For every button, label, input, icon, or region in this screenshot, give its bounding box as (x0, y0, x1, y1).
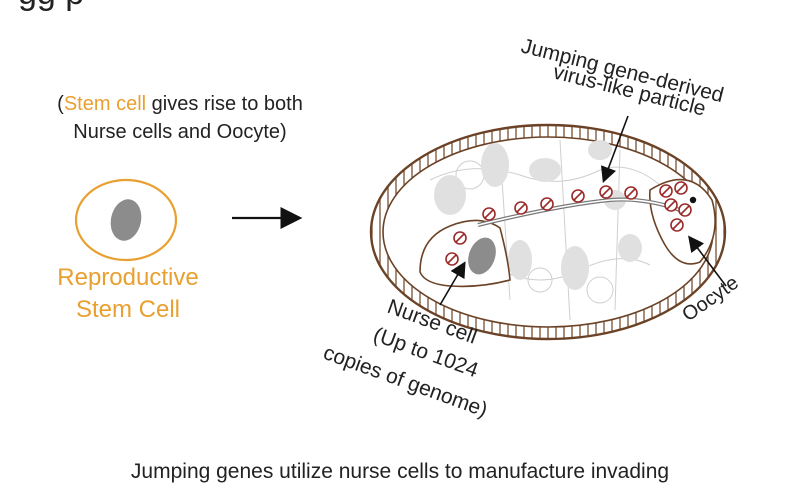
stem-cell-nucleus (110, 199, 142, 241)
vlp-pointer-arrow (601, 115, 629, 183)
stem-cell-label-line2: Stem Cell (75, 296, 181, 323)
stem-caption-rest: gives rise to both (146, 93, 303, 115)
egg-chamber (369, 123, 727, 341)
stem-caption: (Stem cell gives rise to both Nurse cell… (10, 90, 350, 146)
oocyte-pointer-arrow (688, 235, 727, 287)
open-paren: ( (57, 93, 64, 115)
partial-title: gg p (18, 0, 84, 13)
virus-like-particles (445, 181, 692, 266)
stem-cell-highlight: Stem cell (63, 93, 147, 115)
nurse-cell-nucleus (468, 237, 496, 275)
stem-caption-line1: (Stem cell gives rise to both (10, 90, 350, 118)
bottom-caption: Jumping genes utilize nurse cells to man… (130, 460, 670, 483)
stem-cell-label: Reproductive Stem Cell (28, 262, 228, 326)
faint-nuclei (434, 140, 642, 290)
stem-cell (74, 178, 178, 262)
stem-caption-line2: Nurse cells and Oocyte) (73, 121, 287, 143)
oocyte-nucleus-dot (689, 196, 697, 204)
stem-cell-label-line1: Reproductive (57, 264, 199, 291)
nurse-pointer-arrow (439, 261, 466, 306)
